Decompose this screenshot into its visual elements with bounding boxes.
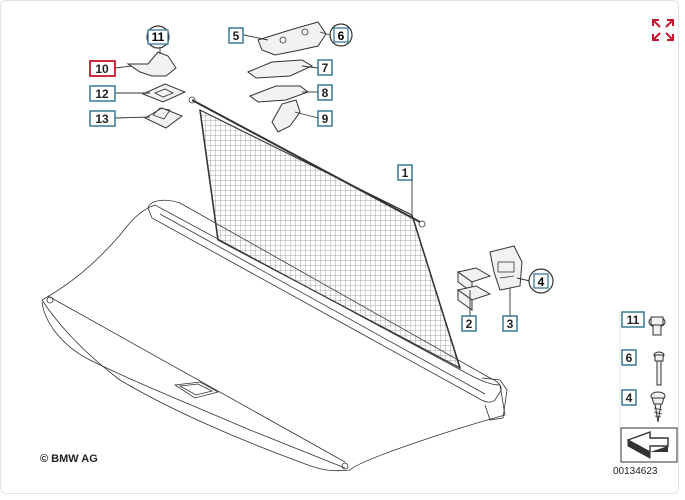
fastener-label-4[interactable]: 4 [621, 389, 637, 406]
fastener-label-6-text: 6 [626, 351, 633, 365]
arrow-icon [620, 427, 678, 463]
label-1[interactable]: 1 [397, 164, 413, 181]
label-13[interactable]: 13 [89, 110, 116, 127]
label-1-text: 1 [402, 166, 409, 180]
net-partition [188, 96, 462, 370]
label-8[interactable]: 8 [317, 84, 333, 101]
document-number: 00134623 [613, 466, 658, 477]
label-2-text: 2 [466, 317, 473, 331]
label-10[interactable]: 10 [89, 60, 116, 77]
part-12-plate [141, 83, 187, 103]
part-10-bracket [126, 51, 177, 77]
label-12[interactable]: 12 [89, 85, 116, 102]
label-9[interactable]: 9 [317, 110, 333, 127]
callout-6-text: 6 [338, 29, 345, 43]
part-3-bracket [489, 245, 523, 291]
fastener-label-11-text: 11 [627, 313, 640, 327]
fastener-label-4-text: 4 [626, 391, 633, 405]
part-2-pads [456, 267, 492, 311]
callout-4-text: 4 [538, 275, 545, 289]
copyright-text: © BMW AG [40, 453, 98, 465]
label-5-text: 5 [233, 29, 240, 43]
label-10-text: 10 [95, 62, 109, 76]
part-5-hinge [257, 21, 327, 56]
callout-11-text: 11 [152, 30, 165, 44]
fastener-6-screw [653, 351, 665, 386]
callout-4[interactable]: 4 [528, 268, 554, 294]
label-3-text: 3 [507, 317, 514, 331]
expand-icon[interactable] [651, 18, 675, 42]
label-13-text: 13 [95, 112, 109, 126]
label-8-text: 8 [322, 86, 329, 100]
label-5[interactable]: 5 [228, 27, 244, 44]
luggage-cover [41, 199, 508, 472]
part-13-holder [143, 107, 184, 129]
part-9-cap [271, 99, 301, 133]
fastener-label-11[interactable]: 11 [621, 311, 645, 328]
label-2[interactable]: 2 [461, 315, 477, 332]
label-3[interactable]: 3 [502, 315, 518, 332]
label-12-text: 12 [95, 87, 109, 101]
part-8-cover [248, 85, 310, 103]
fastener-11-bolt [648, 316, 666, 336]
fastener-label-6[interactable]: 6 [621, 349, 637, 366]
label-9-text: 9 [322, 112, 329, 126]
part-7-cover [247, 59, 314, 79]
leader-lines [114, 31, 531, 316]
callout-6[interactable]: 6 [329, 23, 353, 47]
callout-11[interactable]: 11 [146, 25, 170, 49]
label-7-text: 7 [322, 61, 329, 75]
fastener-4-screw [650, 391, 666, 423]
label-7[interactable]: 7 [317, 59, 333, 76]
